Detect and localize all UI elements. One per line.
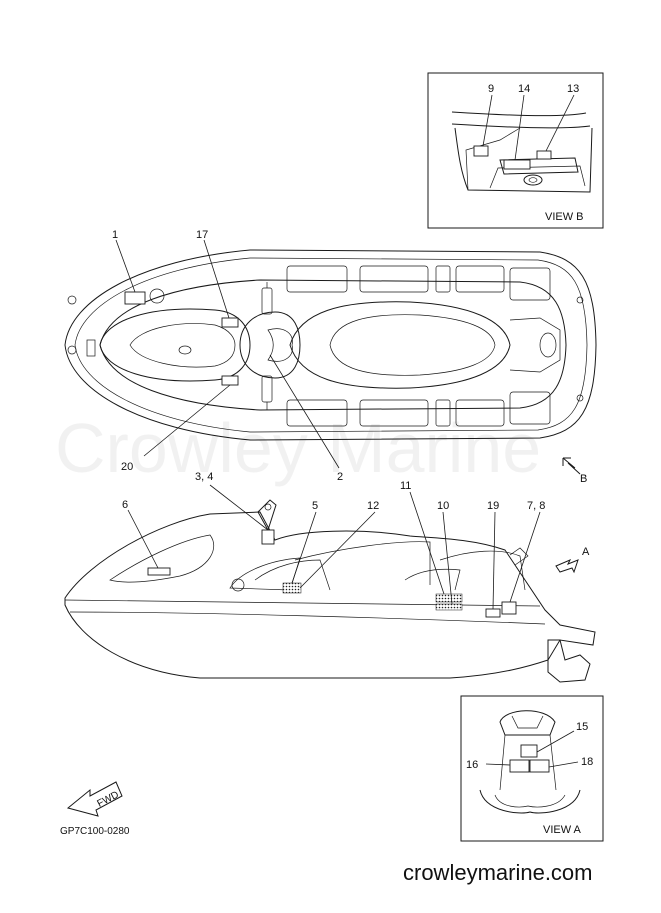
site-url[interactable]: crowleymarine.com: [403, 860, 593, 885]
watermark: Crowley Marine: [55, 409, 541, 487]
view-b-arrow: [562, 457, 581, 475]
callout-16: 16: [466, 759, 478, 771]
decal-9: [473, 145, 489, 157]
callout-13: 13: [567, 83, 579, 95]
fwd-arrow-icon: FWD: [66, 781, 123, 817]
callout-14: 14: [518, 83, 530, 95]
callout-12: 12: [367, 500, 379, 512]
view-b-label: VIEW B: [545, 211, 584, 223]
decal-6: [147, 567, 171, 576]
decal-11: [435, 593, 463, 603]
decal-15: [520, 744, 538, 758]
side-view-hull: 6 3, 4 5 12 11 10 19 7, 8 A: [64, 471, 596, 683]
fwd-label: FWD: [96, 789, 121, 809]
view-b-inset: 9 14 13 VIEW B: [427, 72, 604, 229]
callout-3-4: 3, 4: [195, 471, 213, 483]
callout-10: 10: [437, 500, 449, 512]
decal-7-8: [501, 601, 517, 615]
top-view-hull: 1 17 20 2 B: [64, 229, 597, 485]
decal-10: [435, 603, 463, 611]
decal-20: [221, 375, 239, 386]
decal-19: [485, 608, 501, 618]
callout-15: 15: [576, 721, 588, 733]
callout-5: 5: [312, 500, 318, 512]
decal-1: [124, 291, 146, 305]
callout-2: 2: [337, 471, 343, 483]
callout-6: 6: [122, 499, 128, 511]
callout-9: 9: [488, 83, 494, 95]
decal-5: [282, 582, 302, 594]
decal-14: [503, 159, 531, 170]
arrow-a-label: A: [582, 546, 590, 558]
decal-17: [221, 317, 239, 328]
diagram-code: GP7C100-0280: [60, 826, 130, 837]
view-a-arrow: [555, 559, 579, 574]
callout-11: 11: [400, 480, 411, 492]
decal-3-4: [261, 529, 275, 545]
view-a-label: VIEW A: [543, 824, 582, 836]
decal-13: [536, 150, 552, 160]
callout-1: 1: [112, 229, 118, 241]
callout-17: 17: [196, 229, 208, 241]
arrow-b-label: B: [580, 473, 587, 485]
decal-18: [529, 759, 550, 773]
callout-20: 20: [121, 461, 133, 473]
decal-16: [509, 759, 530, 773]
view-a-inset: 15 16 18 VIEW A: [460, 695, 604, 842]
callout-18: 18: [581, 756, 593, 768]
callout-7-8: 7, 8: [527, 500, 545, 512]
callout-19: 19: [487, 500, 499, 512]
